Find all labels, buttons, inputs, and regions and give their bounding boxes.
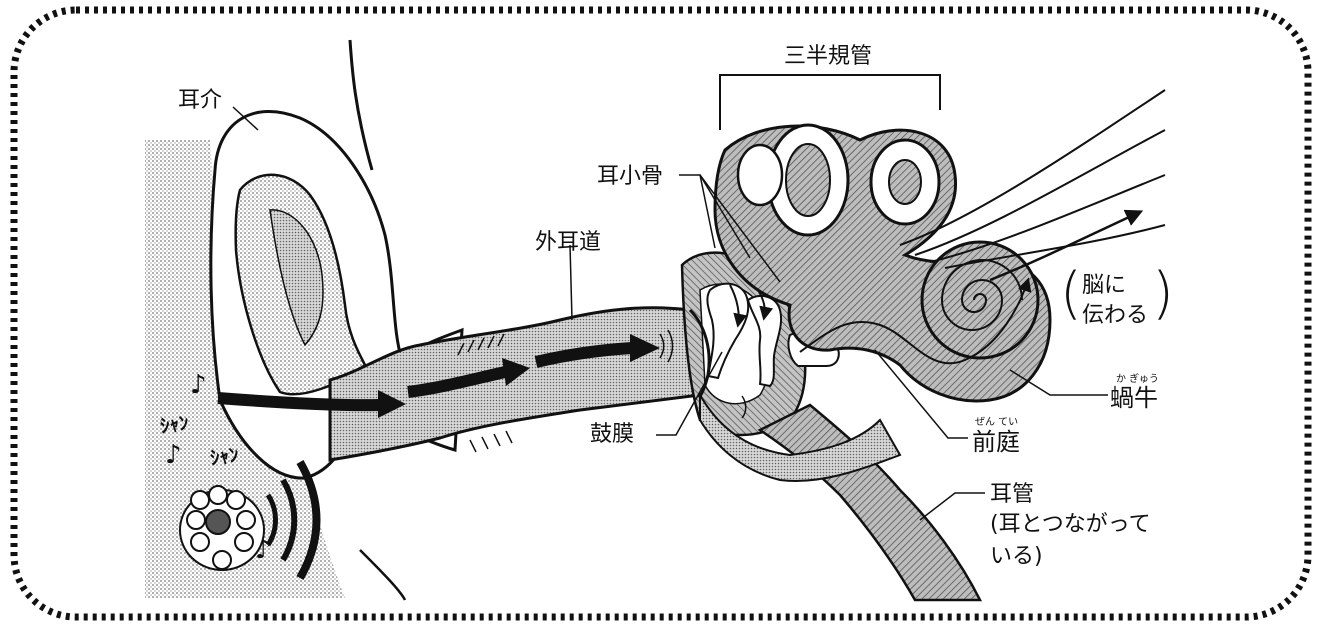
music-note-3: ♪ xyxy=(255,535,272,565)
canal-loop-1-inner xyxy=(786,144,830,216)
brain-paren-close: ) xyxy=(1152,266,1174,322)
label-ear-canal: 外耳道 xyxy=(535,232,601,254)
label-brain-line1: 脳に xyxy=(1082,275,1126,297)
label-vestibule: 前庭 xyxy=(972,430,1020,454)
label-semicircular-canals: 三半規管 xyxy=(784,46,872,68)
canal-loop-2-inner xyxy=(889,160,921,204)
label-ossicles: 耳小骨 xyxy=(597,166,663,188)
music-note-2: ♪ xyxy=(165,440,182,470)
vestibule-ruby: ぜん てい xyxy=(975,418,1018,428)
label-cochlea: 蝸牛 xyxy=(1110,386,1158,410)
label-eustachian-note-2: いる) xyxy=(990,546,1043,568)
sound-effect-2: ｼｬﾝ xyxy=(208,440,240,471)
music-note-1: ♪ xyxy=(190,370,207,400)
brain-paren-open: ( xyxy=(1060,266,1082,322)
head-contour-top xyxy=(350,40,372,170)
jaw-contour xyxy=(360,550,405,600)
sound-effect-1: ｼｬﾝ xyxy=(158,408,190,439)
label-eardrum: 鼓膜 xyxy=(590,424,634,446)
canal-loop-3 xyxy=(738,145,782,205)
label-auricle: 耳介 xyxy=(178,90,222,112)
label-eustachian-note-1: (耳とつながって xyxy=(990,514,1151,536)
canals-bracket xyxy=(720,75,940,130)
label-eustachian-tube: 耳管 xyxy=(990,484,1034,506)
label-brain-line2: 伝わる xyxy=(1082,305,1148,327)
